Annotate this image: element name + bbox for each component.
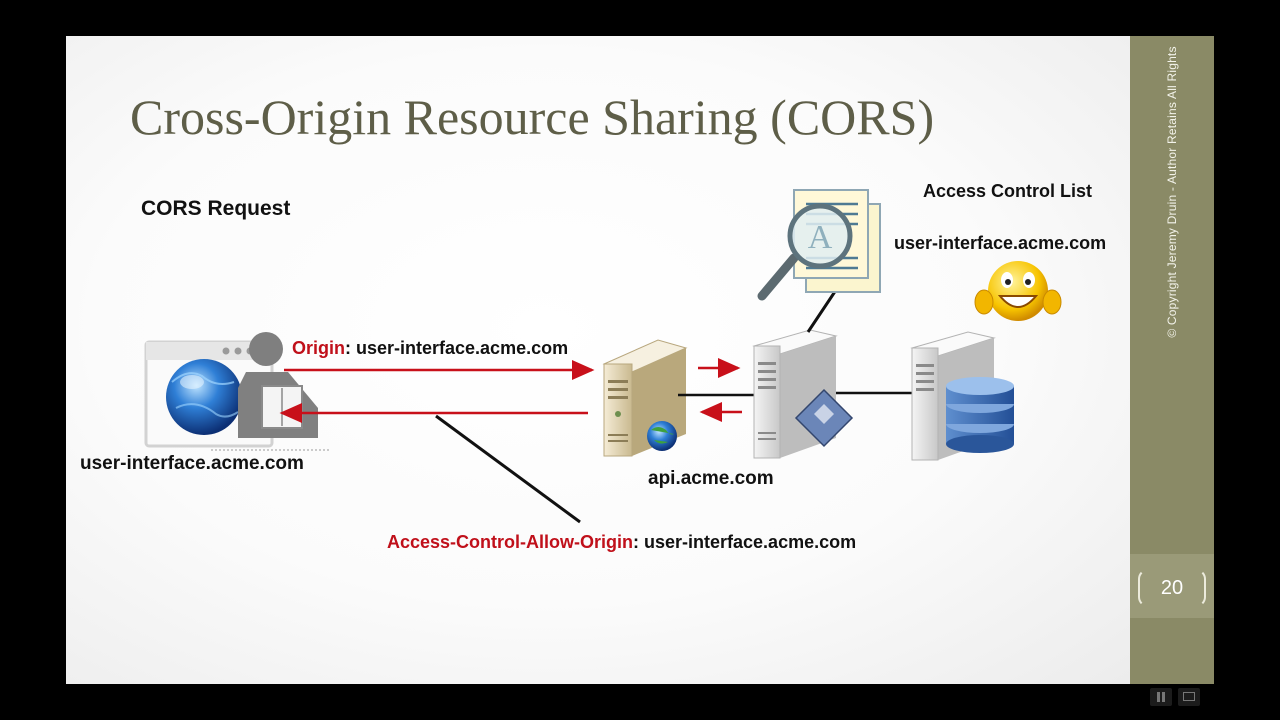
page-number: 20 (1138, 569, 1206, 607)
api-domain-label: api.acme.com (648, 468, 774, 490)
presenter-view-button[interactable] (1178, 688, 1200, 706)
response-header-label: Access-Control-Allow-Origin: user-interf… (387, 532, 856, 553)
smiley-face-icon (975, 261, 1061, 321)
pause-icon-bar (1162, 692, 1165, 702)
slide-sidebar: © Copyright Jeremy Druin - Author Retain… (1130, 36, 1214, 684)
svg-text:A: A (808, 219, 833, 256)
response-header-key: Access-Control-Allow-Origin (387, 532, 633, 552)
copyright-notice: © Copyright Jeremy Druin - Author Retain… (1165, 46, 1179, 337)
screen-icon (1183, 692, 1195, 701)
response-header-value: : user-interface.acme.com (633, 532, 856, 552)
small-globe-icon (647, 421, 677, 451)
diagram-artwork: A (66, 36, 1130, 684)
acl-entry: user-interface.acme.com (894, 233, 1106, 254)
origin-value: : user-interface.acme.com (345, 338, 568, 358)
database-cylinder-icon (946, 377, 1014, 453)
pause-icon (1157, 692, 1160, 702)
cors-request-heading: CORS Request (141, 197, 290, 221)
slide-canvas: Cross-Origin Resource Sharing (CORS) (66, 36, 1130, 684)
client-domain-label: user-interface.acme.com (80, 453, 304, 475)
acl-title: Access Control List (923, 181, 1092, 202)
origin-key: Origin (292, 338, 345, 358)
response-header-callout-line (436, 416, 580, 522)
origin-header-label: Origin: user-interface.acme.com (292, 338, 568, 359)
pause-button[interactable] (1150, 688, 1172, 706)
globe-icon (166, 359, 242, 435)
